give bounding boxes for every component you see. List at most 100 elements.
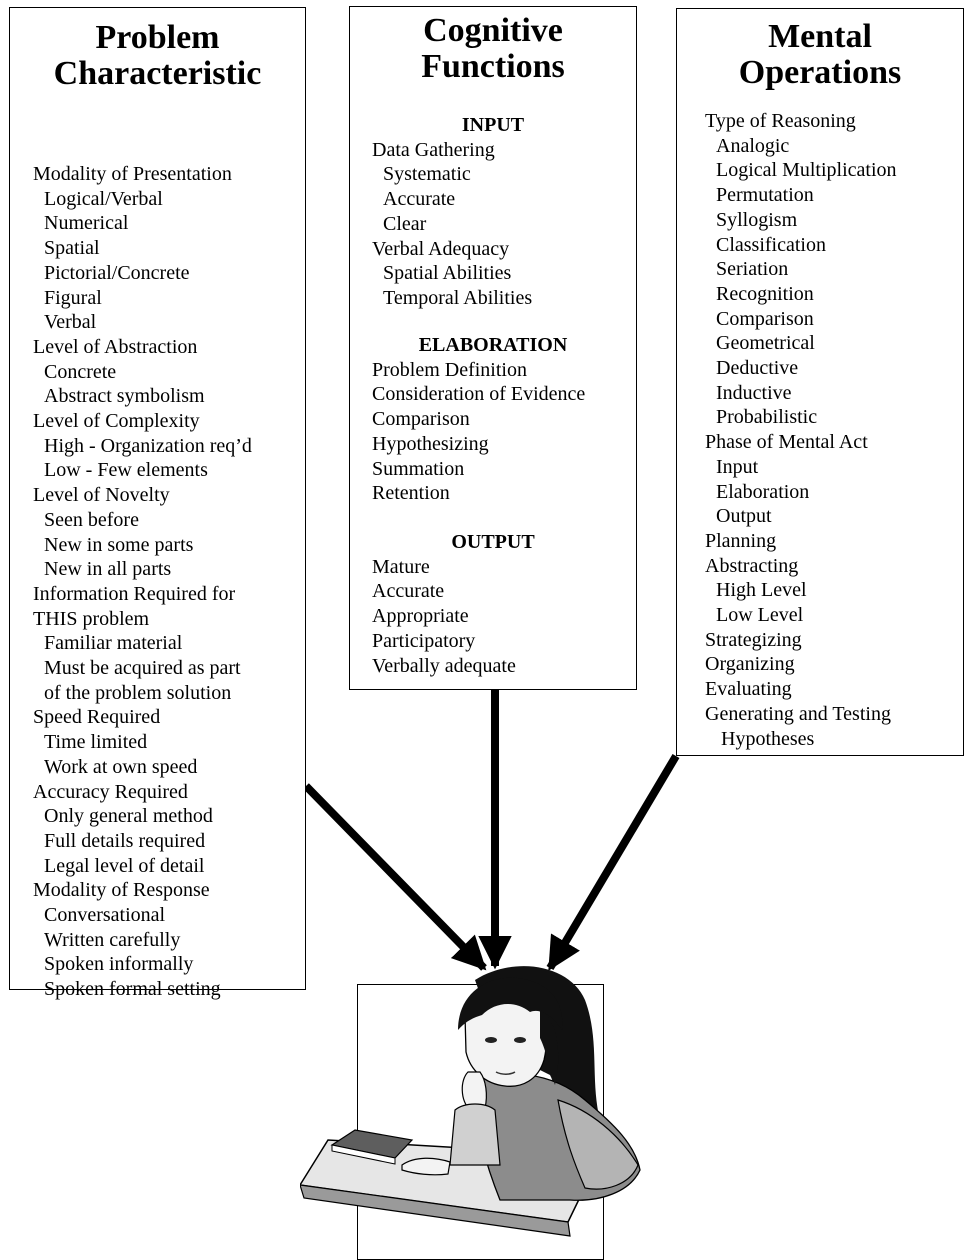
subitem-label: Only general method (44, 805, 213, 828)
student-illustration (300, 966, 641, 1237)
subitem-label: Seriation (716, 258, 789, 281)
subitem-label: New in all parts (44, 558, 172, 581)
eye-right (514, 1037, 526, 1043)
subitem-label: Probabilistic (716, 406, 818, 429)
category-label: Modality of Presentation (33, 163, 232, 185)
category-label: Summation (372, 457, 465, 480)
subitem-label: New in some parts (44, 533, 194, 556)
subitem-label: Recognition (716, 282, 814, 305)
subitem-label: Legal level of detail (44, 854, 205, 877)
category-label: Planning (705, 529, 777, 552)
subitem-label: High Level (716, 579, 807, 602)
mouth (495, 1071, 516, 1075)
subitem-label: Concrete (44, 360, 117, 383)
title-line: Problem (95, 19, 220, 56)
category-label: Modality of Response (33, 879, 210, 902)
category-label: Strategizing (705, 628, 802, 651)
subitem-label: Time limited (44, 731, 148, 754)
section-heading-input: INPUT (461, 114, 525, 136)
title-line: Operations (738, 54, 902, 91)
category-label: Problem Definition (372, 358, 527, 381)
category-label: Level of Abstraction (33, 335, 198, 358)
subitem-label: Conversational (44, 904, 166, 926)
category-label: Comparison (372, 408, 470, 431)
subitem-label: Input (716, 455, 759, 478)
subitem-label: Abstract symbolism (44, 385, 205, 408)
eye-left (485, 1037, 497, 1043)
category-label: Retention (372, 482, 450, 505)
subitem-label: Inductive (716, 381, 792, 404)
subitem-label: Analogic (716, 134, 790, 157)
subitem-label: Hypotheses (721, 727, 815, 750)
hand-desk (401, 1157, 451, 1176)
arrow-mental-to-student (546, 753, 680, 971)
subitem-label: Numerical (44, 212, 129, 235)
subitem-label: Systematic (383, 163, 471, 186)
category-label: Verbally adequate (372, 654, 516, 677)
category-label: Level of Complexity (33, 410, 200, 432)
category-label: Speed Required (33, 706, 161, 729)
category-label: Information Required for (33, 582, 236, 605)
category-label: Mature (372, 555, 430, 578)
subitem-label: Familiar material (44, 632, 183, 655)
subitem-label: Work at own speed (44, 755, 198, 778)
category-label: Generating and Testing (705, 702, 891, 725)
subitem-label: Comparison (716, 307, 814, 330)
desk-edge (300, 1184, 571, 1237)
subitem-label: Written carefully (44, 928, 181, 951)
subitem-label: Logical Multiplication (716, 159, 897, 182)
mental-operations-title: Mental Operations (677, 19, 963, 91)
category-label: Evaluating (705, 678, 792, 701)
subitem-label: Permutation (716, 184, 814, 207)
category-label: Organizing (705, 653, 795, 676)
subitem-label: Clear (383, 212, 427, 235)
category-label: Type of Reasoning (705, 110, 856, 132)
category-label: Hypothesizing (372, 432, 489, 455)
sweater-sleeve (557, 1099, 639, 1190)
cognitive-functions-title: Cognitive Functions (350, 13, 636, 85)
subitem-label: Pictorial/Concrete (44, 261, 190, 284)
category-label: Consideration of Evidence (372, 383, 586, 406)
problem-characteristic-title: Problem Characteristic (10, 20, 305, 92)
title-line: Functions (421, 48, 565, 85)
category-label: Participatory (372, 629, 476, 652)
category-label: Level of Novelty (33, 484, 170, 507)
subitem-label: Classification (716, 233, 826, 256)
problem-characteristic-box: Problem Characteristic Modality of Prese… (9, 7, 306, 1000)
category-label: Accurate (372, 580, 445, 603)
subitem-label: Output (716, 505, 772, 528)
hair-side (540, 1010, 559, 1085)
title-line: Cognitive (423, 12, 563, 49)
subitem-label: Spoken informally (44, 953, 194, 976)
book-pages (331, 1144, 396, 1165)
subitem-label: Spatial (44, 237, 100, 260)
hair-bangs (458, 977, 563, 1030)
subitem-label: Figural (44, 286, 102, 309)
title-line: Characteristic (53, 55, 262, 92)
subitem-label: Must be acquired as part (44, 657, 241, 679)
category-label: Verbal Adequacy (372, 237, 510, 260)
subitem-label: High - Organization req’d (44, 434, 252, 457)
title-line: Mental (768, 18, 872, 55)
category-label: Data Gathering (372, 138, 495, 161)
arrow-problem-to-student (303, 783, 487, 971)
subitem-label: Geometrical (716, 332, 815, 355)
subitem-label: Accurate (383, 188, 456, 211)
subitem-label: Low Level (716, 604, 804, 626)
subitem-label: Seen before (44, 508, 139, 531)
category-label: Appropriate (372, 605, 469, 628)
subitem-label: Low - Few elements (44, 459, 208, 482)
subitem-label: Deductive (716, 357, 799, 379)
subitem-label: Verbal (44, 311, 97, 334)
subitem-label: of the problem solution (44, 681, 232, 704)
subitem-label: Elaboration (716, 480, 810, 503)
subitem-label: Syllogism (716, 208, 798, 231)
category-label: Accuracy Required (33, 780, 188, 803)
subitem-label: Spoken formal setting (44, 978, 221, 1001)
section-heading-output: OUTPUT (451, 531, 535, 553)
subitem-label: Logical/Verbal (44, 187, 163, 210)
subitem-label: Temporal Abilities (383, 286, 533, 309)
subitem-label: Full details required (44, 829, 206, 852)
